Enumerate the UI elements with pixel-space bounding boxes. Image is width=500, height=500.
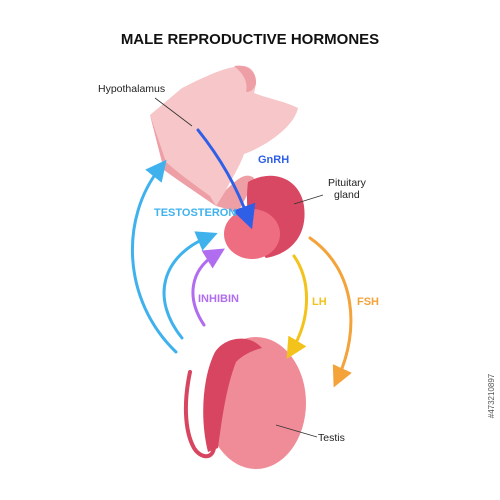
inhibin-label: INHIBIN [198, 293, 239, 305]
vas-deferens [183, 370, 216, 459]
pituitary-stalk [216, 175, 254, 212]
lh-arrow [286, 254, 309, 360]
hypothalamus-label: Hypothalamus [98, 83, 165, 95]
pituitary-leader-line [293, 194, 324, 205]
gnrh-label: GnRH [258, 154, 289, 166]
lh-label: LH [312, 296, 327, 308]
epididymis [203, 338, 262, 452]
testis-illustration [183, 337, 306, 469]
hypothalamus-top-edge [234, 65, 257, 92]
fsh-arrow [308, 236, 353, 388]
gnrh-arrow [196, 128, 256, 230]
hypothalamus-shape [150, 66, 298, 206]
hypothalamus-illustration [150, 65, 298, 212]
stock-id-label: #473210897 [487, 373, 496, 418]
testosteron-arrow [130, 159, 178, 354]
fsh-label: FSH [357, 296, 379, 308]
hypothalamus-leader-line [154, 97, 193, 127]
diagram-title: MALE REPRODUCTIVE HORMONES [121, 31, 379, 48]
testis-label: Testis [318, 432, 345, 444]
inhibin-arrow [191, 248, 225, 327]
pituitary-label-line1: Pituitary [328, 177, 367, 189]
testosteron-label: TESTOSTERON [154, 207, 236, 219]
pituitary-label-line2: gland [334, 189, 360, 201]
testis-leader-line [275, 424, 318, 438]
testosteron-arrow-inner [162, 231, 218, 340]
